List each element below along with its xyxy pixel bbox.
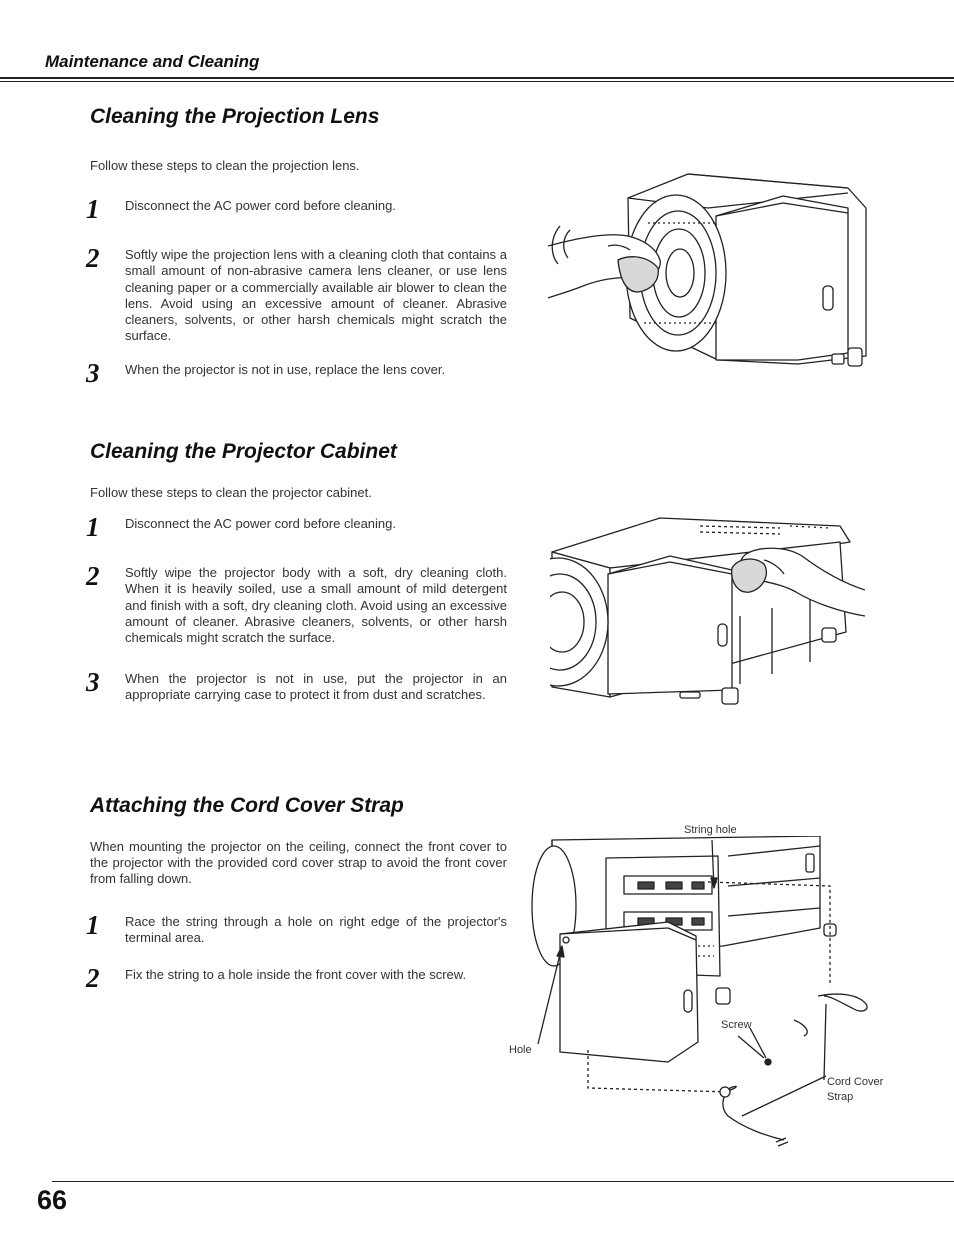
lens-cleaning-illustration — [548, 173, 867, 367]
step-number: 2 — [86, 963, 100, 993]
label-cord-cover-strap: Cord Cover — [827, 1076, 884, 1088]
step-text: Softly wipe the projection lens with a c… — [125, 247, 507, 344]
cabinet-cleaning-illustration — [550, 517, 865, 705]
step-text: Fix the string to a hole inside the fron… — [125, 967, 467, 982]
step-number: 2 — [86, 561, 100, 591]
step-text: Softly wipe the projector body with a so… — [125, 565, 507, 646]
section-title-cord-strap: Attaching the Cord Cover Strap — [90, 794, 404, 817]
header-rule — [0, 77, 954, 79]
section-title-cabinet: Cleaning the Projector Cabinet — [90, 440, 397, 463]
label-cord-cover-strap-2: Strap — [827, 1091, 854, 1103]
section-intro-lens: Follow these steps to clean the projecti… — [90, 158, 360, 173]
step-number: 3 — [86, 358, 100, 388]
step-text: When the projector is not in use, put th… — [125, 671, 507, 703]
header-rule-thin — [0, 81, 954, 82]
footer-rule — [52, 1181, 954, 1182]
step-number: 1 — [86, 910, 100, 940]
step-number: 1 — [86, 512, 100, 542]
step-text: Race the string through a hole on right … — [125, 914, 507, 946]
step-number: 2 — [86, 243, 100, 273]
step-number: 1 — [86, 194, 100, 224]
cord-strap-illustration — [531, 836, 868, 1147]
section-intro-cord-strap: When mounting the projector on the ceili… — [90, 839, 507, 886]
label-string-hole: String hole — [684, 824, 737, 836]
step-text: Disconnect the AC power cord before clea… — [125, 516, 396, 531]
step-text: Disconnect the AC power cord before clea… — [125, 198, 396, 213]
page-number: 66 — [37, 1185, 68, 1215]
step-text: When the projector is not in use, replac… — [125, 362, 446, 377]
section-title-lens: Cleaning the Projection Lens — [90, 105, 380, 128]
label-hole: Hole — [509, 1044, 532, 1056]
running-header: Maintenance and Cleaning — [45, 52, 260, 71]
step-number: 3 — [86, 667, 100, 697]
section-intro-cabinet: Follow these steps to clean the projecto… — [90, 485, 372, 500]
label-screw: Screw — [721, 1019, 752, 1031]
